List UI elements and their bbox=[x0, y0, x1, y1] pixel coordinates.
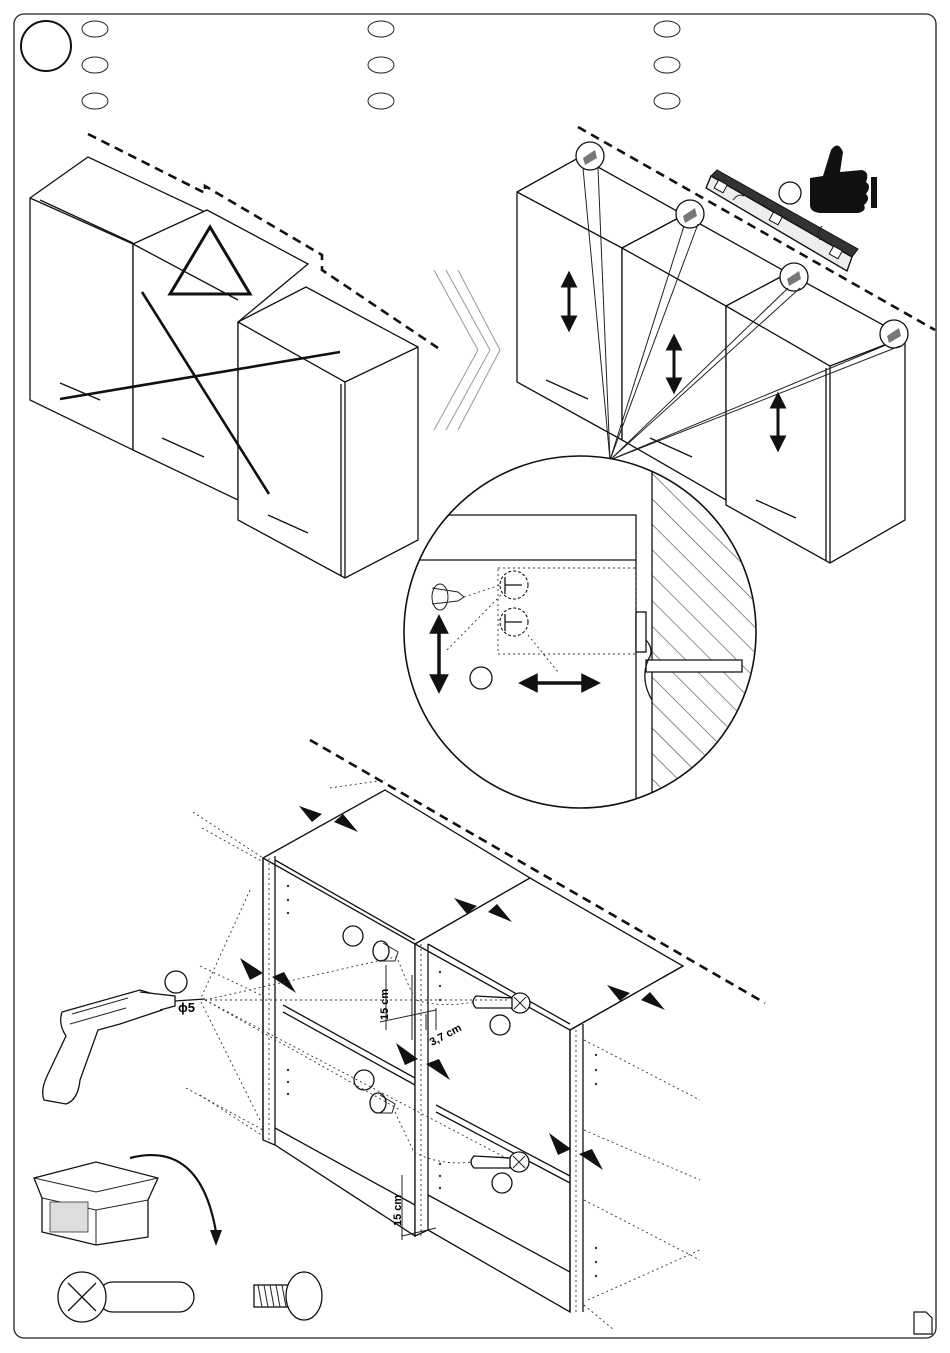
thumbs-up-icon bbox=[779, 145, 877, 213]
joining-illustration: 15 cm 3,7 cm 15 cm bbox=[186, 740, 765, 1330]
cabinet-right-c bbox=[726, 273, 905, 563]
cabinet-bottom-right bbox=[415, 878, 683, 1312]
connector-bolt-icon bbox=[58, 1272, 194, 1322]
power-drill-icon: ϕ5 bbox=[43, 971, 205, 1104]
next-step-chevron bbox=[434, 270, 500, 430]
page-corner-icon bbox=[914, 1312, 932, 1334]
language-marker-grid bbox=[82, 21, 680, 109]
screwdriver-callout bbox=[470, 667, 492, 689]
dim-15-lower: 15 cm bbox=[392, 1195, 404, 1226]
wrong-alignment-illustration bbox=[30, 134, 438, 578]
step-number-circle-icon bbox=[21, 21, 71, 71]
connector-screw-icon bbox=[254, 1272, 322, 1320]
drill-diameter-label: ϕ5 bbox=[178, 1000, 195, 1015]
dim-15-upper: 15 cm bbox=[379, 989, 391, 1020]
cabinet-wrong-c bbox=[238, 287, 418, 578]
parts-box-icon bbox=[34, 1162, 158, 1245]
